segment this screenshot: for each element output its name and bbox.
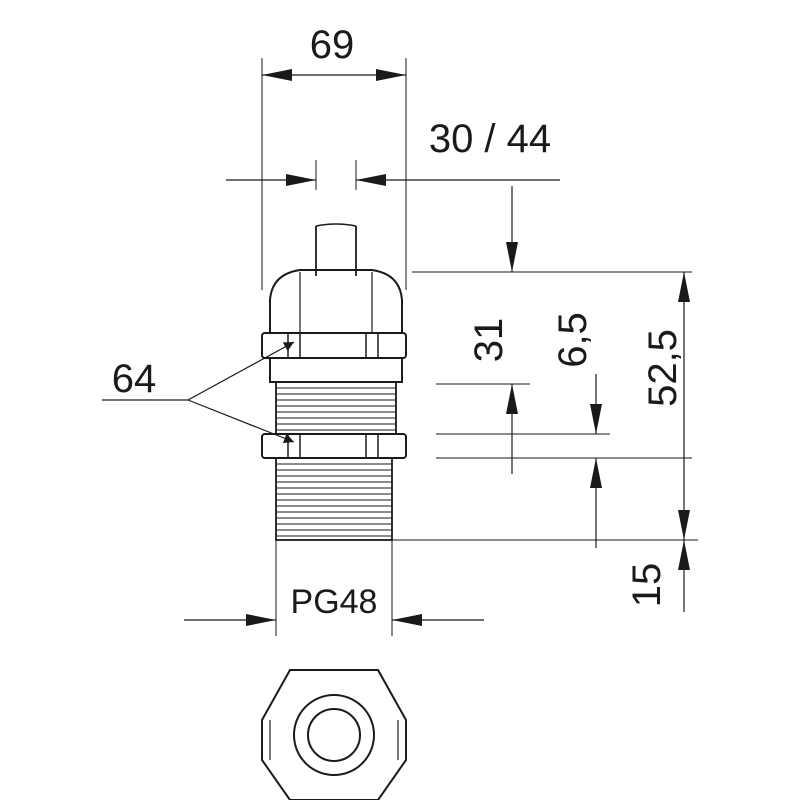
- dim-label-top-width: 69: [310, 23, 355, 67]
- dim-label-thread-length: 15: [625, 563, 669, 608]
- upper-thread: [275, 381, 397, 435]
- dim-label-total-height: 52,5: [641, 329, 685, 407]
- dimension-top-width: 69: [261, 23, 407, 290]
- lower-thread: [275, 457, 393, 541]
- dim-label-inner-width: 30 / 44: [429, 117, 551, 161]
- gland-side-view: [261, 223, 407, 541]
- dim-label-wrench-size: 64: [112, 357, 157, 401]
- dimension-wrench-size: 64: [102, 341, 295, 443]
- dimension-inner-width: 30 / 44: [226, 117, 560, 190]
- gland-top-view: [261, 669, 407, 800]
- dimension-thread-gap: 6,5: [436, 312, 692, 548]
- dim-label-nut-height: 31: [467, 318, 511, 363]
- dimension-nut-height: 31: [412, 186, 692, 474]
- dimension-total-height: 52,5: [392, 272, 698, 541]
- dimension-thread-length: 15: [625, 540, 690, 612]
- dimension-thread-size: PG48: [184, 540, 484, 636]
- sealing-dome-cap: [269, 269, 403, 333]
- hex-outline: [261, 669, 407, 800]
- dim-label-thread-gap: 6,5: [551, 312, 595, 368]
- dim-label-thread-size: PG48: [291, 583, 378, 621]
- outer-ring: [293, 694, 375, 776]
- cable-bore: [307, 708, 361, 762]
- upper-hex-nut: [261, 332, 407, 359]
- cable: [315, 223, 357, 276]
